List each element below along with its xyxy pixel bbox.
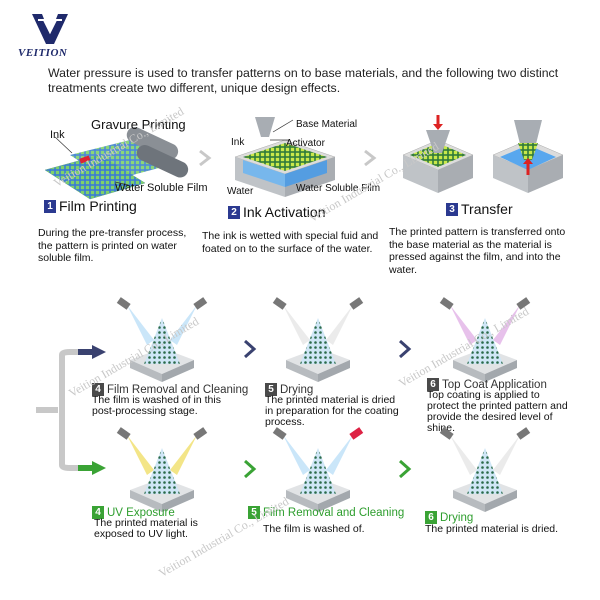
intro-text: Water pressure is used to transfer patte… bbox=[48, 66, 559, 95]
path-b-step-4-description: The printed material is exposed to UV li… bbox=[94, 517, 198, 540]
uv-exposure-cone-illustration bbox=[116, 427, 208, 512]
stage-3-title: 3 Transfer bbox=[446, 201, 513, 217]
chevron-right-icon bbox=[364, 149, 377, 167]
chevron-right-icon bbox=[199, 149, 212, 167]
chevron-right-icon bbox=[399, 339, 412, 359]
path-a-step-6-description: Top coating is applied to protect the pr… bbox=[427, 389, 568, 434]
ink-activation-illustration bbox=[234, 117, 336, 197]
transfer-illustration bbox=[402, 115, 564, 193]
path-b-step-6-number: 6 bbox=[425, 511, 437, 524]
path-b-step-6-title: 6 Drying bbox=[425, 511, 473, 524]
stage-1-title: 1 Film Printing bbox=[44, 198, 137, 214]
stage-3-number: 3 bbox=[446, 202, 458, 216]
water-label: Water bbox=[227, 186, 254, 197]
path-b-step-5-number: 5 bbox=[248, 506, 260, 519]
path-a-step-5-description: The printed material is dried in prepara… bbox=[265, 394, 399, 428]
path-a-step-6-number: 6 bbox=[427, 378, 439, 391]
stage-1-number: 1 bbox=[44, 199, 56, 213]
path-b-step-4-number: 4 bbox=[92, 506, 104, 519]
path-b-step-6-title-text: Drying bbox=[440, 511, 474, 524]
stage-2-title: 2 Ink Activation bbox=[228, 204, 326, 220]
film-removal-cone-illustration bbox=[116, 297, 208, 382]
stage-3-title-text: Transfer bbox=[461, 201, 513, 217]
path-b-step-4-title: 4 UV Exposure bbox=[92, 506, 175, 519]
chevron-right-icon bbox=[399, 459, 412, 479]
path-a-step-6-title: 6 Top Coat Application bbox=[427, 378, 547, 391]
water-soluble-film-label-2: Water Soluble Film bbox=[296, 183, 381, 194]
path-b-step-4-title-text: UV Exposure bbox=[107, 506, 175, 519]
path-a-step-6-title-text: Top Coat Application bbox=[442, 378, 547, 391]
activator-label: Activator bbox=[286, 138, 325, 149]
stage-3-description: The printed pattern is transferred onto … bbox=[389, 226, 566, 276]
drying-cone-illustration-a bbox=[272, 297, 364, 382]
path-a-step-4-title: 4 Film Removal and Cleaning bbox=[92, 383, 248, 396]
stage-2-title-text: Ink Activation bbox=[243, 204, 326, 220]
film-printing-illustration bbox=[44, 126, 189, 200]
path-a-step-4-number: 4 bbox=[92, 383, 104, 396]
base-material-label: Base Material bbox=[296, 119, 358, 130]
veition-logo-icon bbox=[32, 14, 68, 44]
ink-label-2: Ink bbox=[231, 137, 245, 148]
stage-1-description: During the pre-transfer process, the pat… bbox=[38, 227, 187, 264]
film-removal-cone-illustration-b bbox=[272, 427, 364, 512]
brand-name: VEITION bbox=[18, 47, 68, 59]
path-a-step-5-number: 5 bbox=[265, 383, 277, 396]
branch-connector bbox=[36, 345, 106, 475]
top-coat-cone-illustration bbox=[439, 297, 531, 382]
ink-label-1: Ink bbox=[50, 129, 65, 141]
path-a-step-5-title-text: Drying bbox=[280, 383, 314, 396]
path-a-step-5-title: 5 Drying bbox=[265, 383, 313, 396]
stage-2-description: The ink is wetted with special fuid and … bbox=[202, 230, 379, 255]
path-a-step-4-description: The film is washed of in this post-proce… bbox=[92, 394, 221, 417]
drying-cone-illustration-b bbox=[439, 427, 531, 512]
path-b-step-5-title-text: Film Removal and Cleaning bbox=[263, 506, 405, 519]
water-soluble-film-label-1: Water Soluble Film bbox=[115, 182, 208, 194]
stage-2-number: 2 bbox=[228, 205, 240, 219]
path-b-step-6-description: The printed material is dried. bbox=[425, 523, 559, 535]
chevron-right-icon bbox=[244, 339, 257, 359]
stage-1-title-text: Film Printing bbox=[59, 198, 137, 214]
path-b-step-5-description: The film is washed of. bbox=[263, 523, 365, 535]
path-b-step-5-title: 5 Film Removal and Cleaning bbox=[248, 506, 404, 519]
gravure-printing-label: Gravure Printing bbox=[91, 117, 186, 132]
chevron-right-icon bbox=[244, 459, 257, 479]
path-a-step-4-title-text: Film Removal and Cleaning bbox=[107, 383, 249, 396]
